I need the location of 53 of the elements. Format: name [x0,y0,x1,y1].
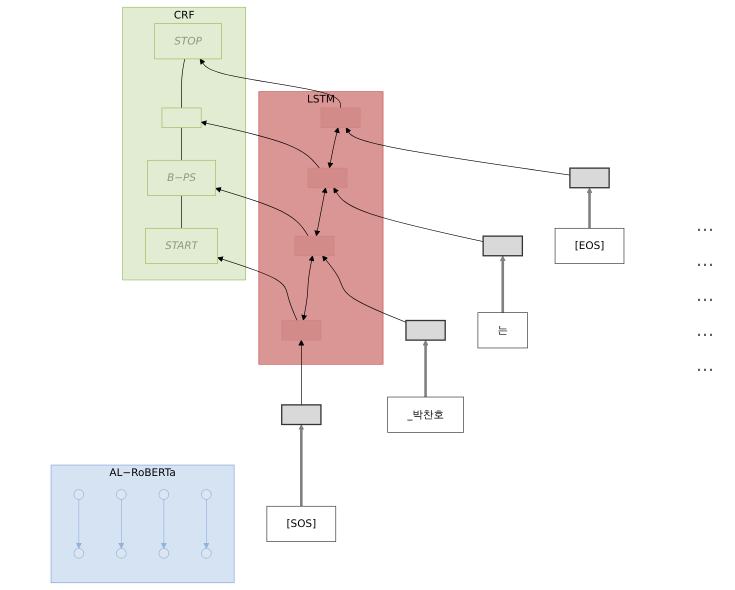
node-box [281,404,322,426]
arrow [586,187,592,228]
arrow [215,187,309,236]
cluster: LSTM [258,91,384,365]
node-circle [201,489,212,500]
node-box: START [145,228,218,264]
arrow [200,58,341,108]
node-box: STOP [154,23,222,60]
node-box: B−PS [147,160,216,196]
arrow [200,120,320,168]
arrow [346,127,570,176]
node-box: 는 [478,312,528,348]
ellipsis-text: … [696,354,714,376]
arrow [314,187,328,236]
node-box [294,236,334,256]
node-circle [74,489,84,500]
node-box [405,320,446,341]
arrow [298,340,304,406]
arrow [500,256,506,313]
arrow [322,256,406,323]
arrow [301,256,314,320]
connector [181,195,182,229]
arrow [333,187,484,242]
connector [181,127,182,161]
node-circle [116,548,127,559]
node-circle [158,548,170,559]
node-box [281,320,322,340]
ellipsis-text: … [696,320,714,340]
ellipsis-text: … [696,214,714,236]
ellipsis-text: … [696,284,714,306]
arrow [217,256,298,321]
arrow [160,499,167,549]
node-box: [EOS] [554,228,624,264]
node-box [320,108,360,128]
arrow [298,424,304,506]
node-box [308,168,348,188]
node-circle [201,548,212,559]
arrow [328,127,340,168]
node-box [569,167,610,188]
arrow [203,499,210,549]
node-circle [158,489,170,500]
node-circle [74,548,84,559]
node-box: _박찬호 [387,396,464,433]
node-box [482,235,524,256]
arrow [76,499,82,549]
node-box: [SOS] [266,506,336,542]
cluster: AL−RoBERTa [50,464,234,584]
node-circle [116,489,127,500]
node-box [162,108,202,128]
connector [181,58,186,108]
arrow [118,499,124,549]
ellipsis-text: … [696,250,714,270]
arrow [422,340,428,398]
